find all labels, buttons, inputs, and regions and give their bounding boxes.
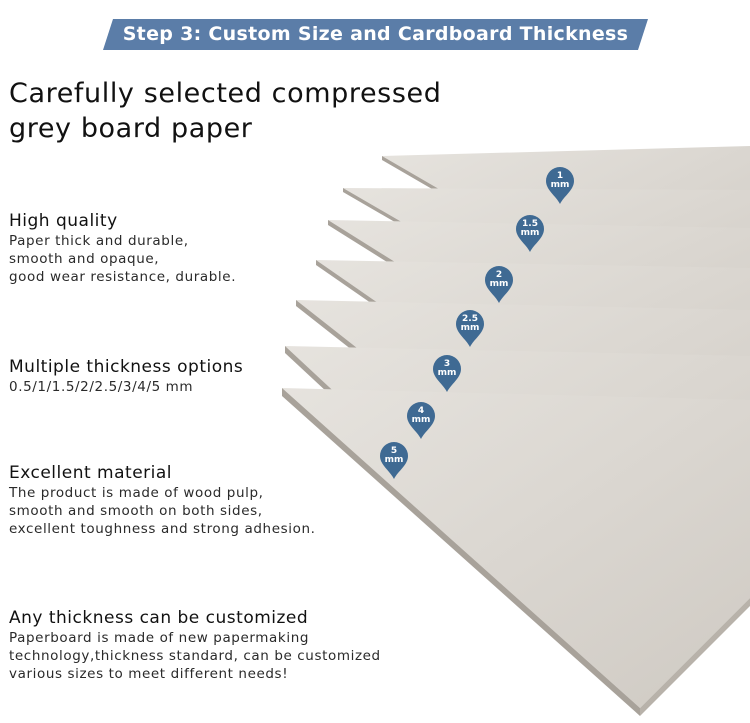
- pin-value: 2: [495, 270, 503, 280]
- pin-value: 3: [443, 359, 451, 369]
- feature-title: Excellent material: [9, 463, 173, 483]
- pin-value: 4: [417, 406, 425, 416]
- feature-customizable: Any thickness can be customized Paperboa…: [9, 607, 399, 683]
- feature-text: 0.5/1/1.5/2/2.5/3/4/5 mm: [9, 379, 194, 395]
- pin-value: 2.5: [462, 314, 478, 324]
- pin-unit: mm: [520, 228, 540, 238]
- thickness-pin-icon: [546, 167, 574, 204]
- board-layer-edge: [282, 388, 640, 716]
- headline-line-2: grey board paper: [9, 113, 253, 144]
- pin-value: 1.5: [522, 219, 538, 229]
- thickness-pin-icon: [485, 266, 513, 303]
- headline-line-1: Carefully selected compressed: [9, 78, 442, 109]
- banner-title: Step 3: Custom Size and Cardboard Thickn…: [122, 23, 629, 45]
- board-layer-side: [640, 598, 750, 716]
- feature-text: Paperboard is made of new papermaking te…: [9, 630, 381, 682]
- pin-unit: mm: [437, 368, 457, 378]
- pin-unit: mm: [384, 455, 404, 465]
- feature-title: High quality: [9, 211, 118, 231]
- pin-unit: mm: [411, 415, 431, 425]
- feature-thickness-options: Multiple thickness options 0.5/1/1.5/2/2…: [9, 356, 399, 396]
- thickness-pin-icon: [516, 215, 544, 252]
- banner-shape: [103, 19, 648, 50]
- feature-text: The product is made of wood pulp, smooth…: [9, 485, 316, 537]
- thickness-pin-icon: [456, 310, 484, 347]
- thickness-pin-icon: [380, 442, 408, 479]
- feature-high-quality: High quality Paper thick and durable, sm…: [9, 210, 399, 286]
- pin-value: 5: [390, 446, 398, 456]
- board-layer-top: [282, 388, 750, 708]
- feature-title: Any thickness can be customized: [9, 608, 309, 628]
- feature-text: Paper thick and durable, smooth and opaq…: [9, 233, 237, 285]
- pin-unit: mm: [489, 279, 509, 289]
- thickness-pin-icon: [407, 402, 435, 439]
- thickness-pin-icon: [433, 355, 461, 392]
- pin-unit: mm: [460, 323, 480, 333]
- feature-title: Multiple thickness options: [9, 357, 244, 377]
- step-banner: Step 3: Custom Size and Cardboard Thickn…: [103, 19, 648, 50]
- pin-unit: mm: [550, 180, 570, 190]
- headline: Carefully selected compressed grey board…: [9, 76, 469, 146]
- pin-value: 1: [556, 171, 564, 181]
- feature-excellent-material: Excellent material The product is made o…: [9, 462, 399, 538]
